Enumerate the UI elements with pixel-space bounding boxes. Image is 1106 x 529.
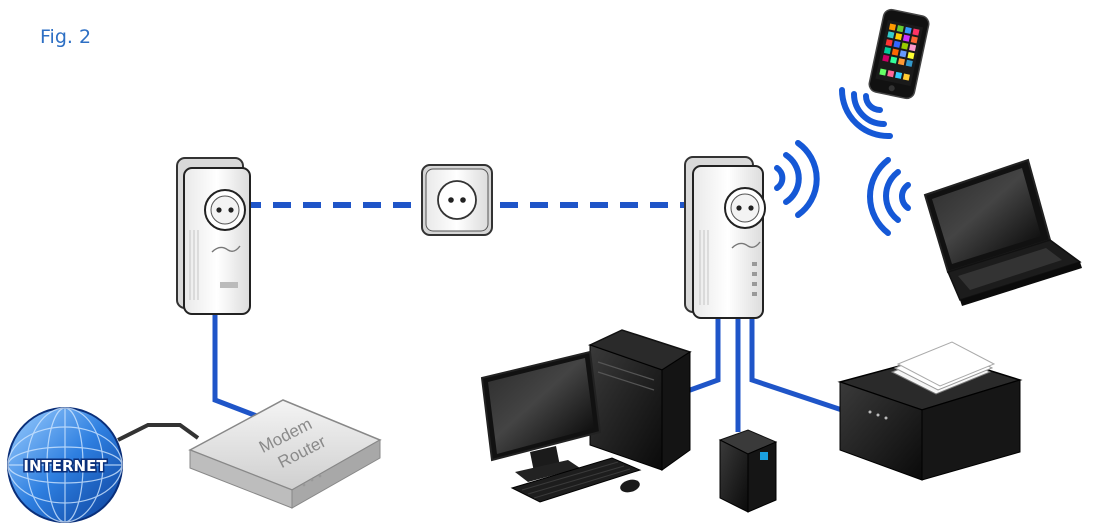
wifi-signal-phone — [838, 87, 893, 140]
cable-internet-router — [117, 423, 200, 442]
wifi-signal-laptop — [867, 157, 911, 236]
wall-socket — [421, 164, 493, 236]
internet-globe: INTERNET — [7, 407, 123, 523]
modem-router: Modem Router — [188, 399, 382, 509]
wifi-adapter-right — [684, 156, 766, 319]
wifi-signal-adapter — [774, 140, 820, 218]
cable-adapter-printer — [749, 318, 843, 413]
desktop-pc — [480, 329, 692, 503]
laptop — [923, 158, 1082, 306]
figure-label: Fig. 2 — [40, 26, 92, 48]
cable-adapter-router — [212, 310, 263, 421]
powerline-adapter-left — [176, 157, 251, 315]
smartphone — [868, 8, 930, 100]
printer — [837, 341, 1023, 481]
nas-drive — [718, 429, 778, 513]
internet-label: INTERNET — [23, 457, 107, 475]
